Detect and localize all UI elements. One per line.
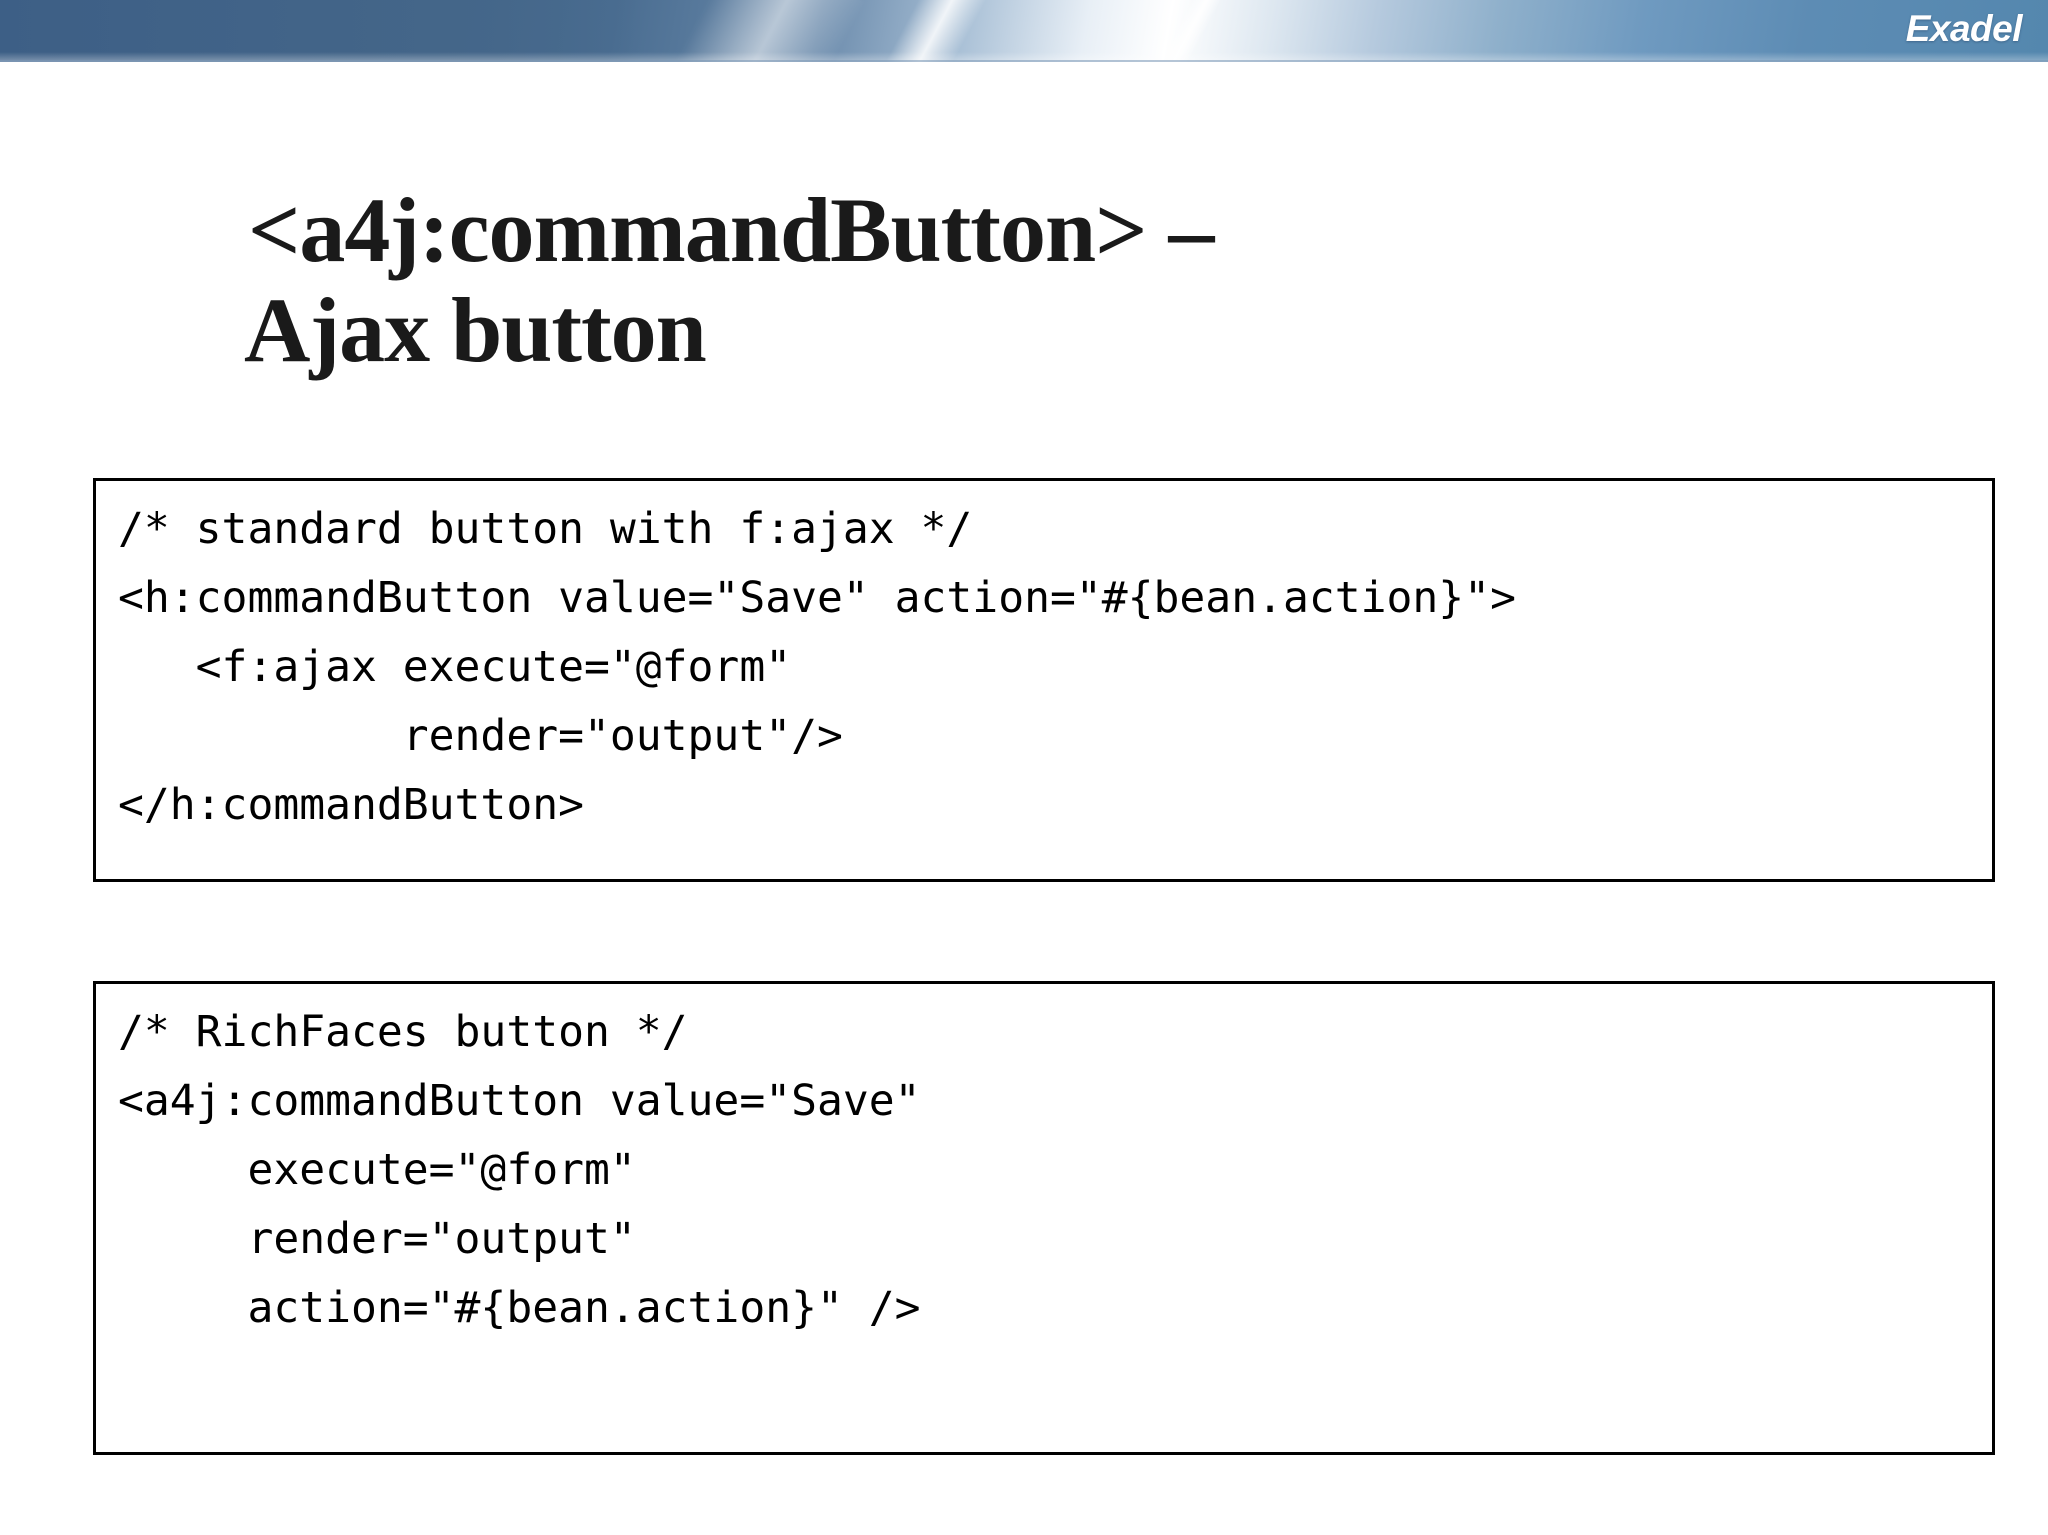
banner-hairline bbox=[0, 60, 2048, 62]
code-block-standard-jsf: /* standard button with f:ajax */ <h:com… bbox=[93, 478, 1995, 882]
banner-bottom-shade bbox=[0, 52, 2048, 62]
page-title-line-2: Ajax button bbox=[244, 278, 707, 381]
code-line: <h:commandButton value="Save" action="#{… bbox=[118, 573, 1516, 623]
banner-dark-wedge bbox=[0, 0, 640, 62]
code-block-richfaces: /* RichFaces button */ <a4j:commandButto… bbox=[93, 981, 1995, 1455]
code-line: action="#{bean.action}" /> bbox=[118, 1283, 921, 1333]
header-banner: Exadel bbox=[0, 0, 2048, 62]
page-title: <a4j:commandButton> – Ajax button bbox=[244, 178, 1848, 380]
code-line: <a4j:commandButton value="Save" bbox=[118, 1076, 921, 1126]
code-line: <f:ajax execute="@form" bbox=[118, 642, 792, 692]
exadel-logo: Exadel bbox=[1905, 8, 2023, 49]
code-line: </h:commandButton> bbox=[118, 780, 584, 830]
code-line: render="output" bbox=[118, 1214, 636, 1264]
code-line: /* standard button with f:ajax */ bbox=[118, 504, 973, 554]
code-line: /* RichFaces button */ bbox=[118, 1007, 688, 1057]
code-line: execute="@form" bbox=[118, 1145, 636, 1195]
code-line: render="output"/> bbox=[118, 711, 843, 761]
page-title-line-1: <a4j:commandButton> – bbox=[248, 178, 1215, 281]
